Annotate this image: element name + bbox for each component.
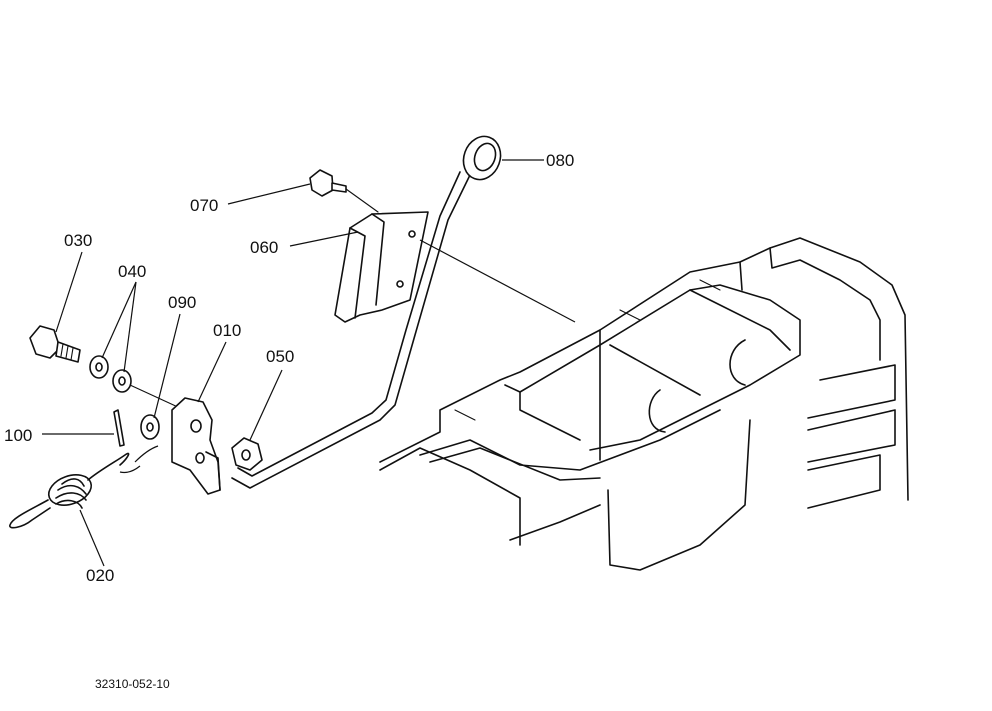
callout-040: 040	[118, 262, 147, 281]
callout-070: 070	[190, 196, 219, 215]
callout-010: 010	[213, 321, 242, 340]
washers-040	[89, 355, 181, 409]
callout-060: 060	[250, 238, 279, 257]
callout-030: 030	[64, 231, 93, 250]
drawing-code: 32310-052-10	[95, 677, 170, 691]
callout-020: 020	[86, 566, 115, 585]
callout-050: 050	[266, 347, 295, 366]
callout-080: 080	[546, 151, 575, 170]
spring-020	[9, 445, 159, 529]
bolt-030	[29, 325, 81, 363]
transmission-housing	[379, 237, 909, 571]
cotter-pin-100	[113, 409, 125, 447]
nut-050	[231, 437, 263, 471]
bolt-070	[309, 169, 379, 213]
callout-090: 090	[168, 293, 197, 312]
washer-090	[140, 414, 160, 440]
guide-bracket	[334, 211, 429, 323]
callout-100: 100	[4, 426, 33, 445]
leader-lines	[42, 159, 576, 567]
lever-bracket-010	[171, 397, 221, 495]
lever-rod	[231, 135, 502, 489]
